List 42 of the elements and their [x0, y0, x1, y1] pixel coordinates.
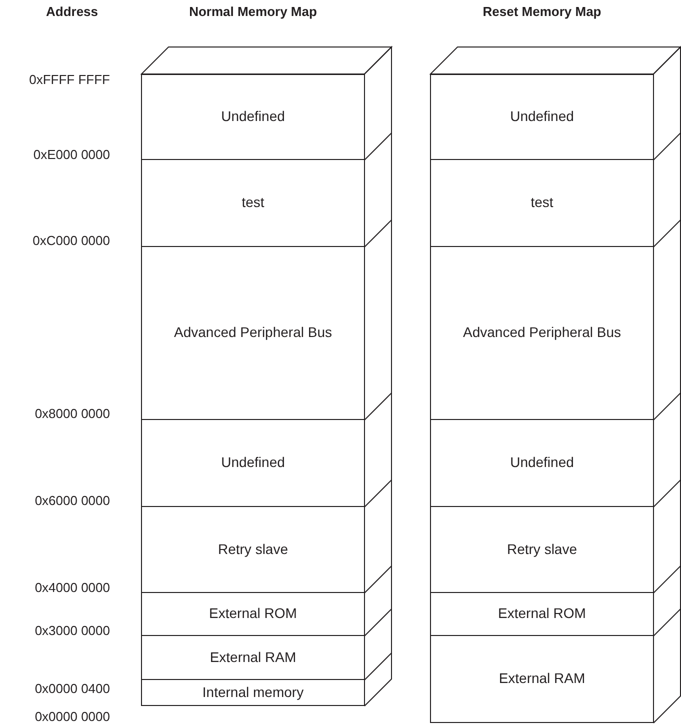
memory-region-box [141, 592, 365, 636]
memory-region-box [430, 419, 654, 507]
address-label: 0x0000 0000 [34, 709, 110, 725]
region-label: Advanced Peripheral Bus [463, 325, 621, 341]
region-label: Advanced Peripheral Bus [174, 325, 332, 341]
memory-region-box [141, 246, 365, 420]
region-label: Undefined [221, 455, 285, 471]
address-label: 0x6000 0000 [34, 493, 110, 509]
region-label: External RAM [210, 650, 296, 666]
address-label: 0x8000 0000 [34, 406, 110, 422]
column-heading: Normal Memory Map [189, 4, 317, 20]
region-label: External RAM [498, 671, 586, 687]
memory-region-box [141, 74, 365, 160]
address-label: 0x3000 0000 [34, 623, 110, 639]
address-label: 0xE000 0000 [33, 147, 110, 163]
address-label: 0xC000 0000 [32, 233, 110, 249]
region-label: Internal memory [202, 684, 304, 700]
memory-region-box [141, 159, 365, 247]
address-label: 0x0000 0400 [34, 681, 110, 697]
memory-region-box [430, 635, 654, 723]
column-heading: Reset Memory Map [482, 4, 602, 20]
memory-region-box [430, 506, 654, 593]
region-label: Retry slave [218, 542, 288, 558]
address-label: 0x4000 0000 [34, 580, 110, 596]
memory-region-box [430, 159, 654, 247]
region-label: Undefined [510, 109, 574, 125]
region-label: test [242, 195, 264, 211]
memory-region-box [141, 635, 365, 680]
region-label: Undefined [510, 455, 574, 471]
region-label: External ROM [209, 606, 297, 622]
memory-region-box [430, 74, 654, 160]
region-label: test [530, 195, 554, 211]
memory-region-box [141, 506, 365, 593]
column-heading: Address [46, 4, 98, 20]
memory-region-box [430, 592, 654, 636]
region-label: Undefined [221, 109, 285, 125]
memory-region-box [141, 679, 365, 706]
address-label: 0xFFFF FFFF [29, 72, 110, 88]
memory-region-box [430, 246, 654, 420]
region-label: External ROM [498, 606, 586, 622]
memory-region-box [141, 419, 365, 507]
region-label: Retry slave [506, 542, 578, 558]
